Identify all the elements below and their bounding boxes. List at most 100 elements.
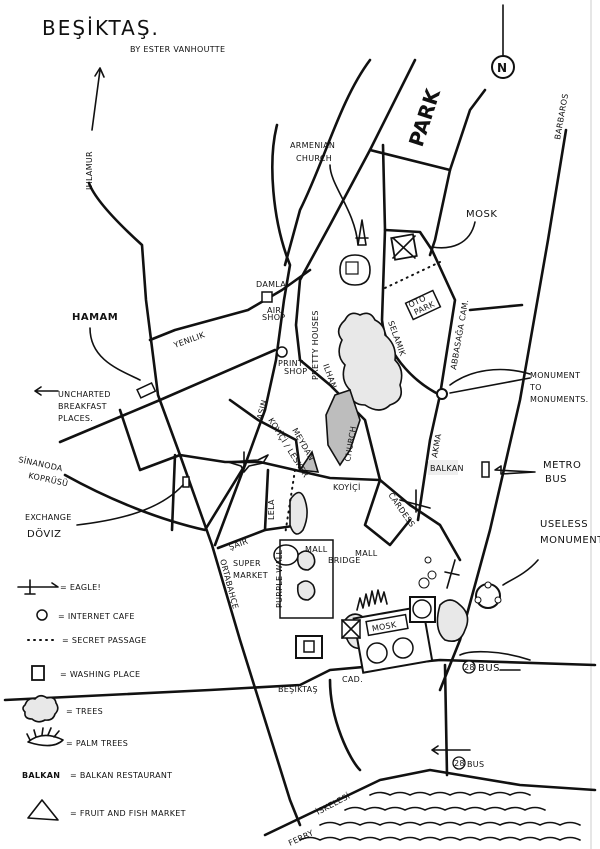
map-title: BEŞİKTAŞ. — [42, 16, 160, 40]
palm-trees-icon — [26, 727, 64, 747]
svg-text:= TREES: = TREES — [66, 707, 103, 716]
secret-passage — [384, 261, 441, 289]
svg-text:28: 28 — [464, 663, 475, 672]
legend-item-washing-place: = WASHING PLACE — [31, 665, 140, 681]
north-compass-icon: N — [491, 4, 515, 79]
eagle-icon — [399, 489, 431, 513]
street-besiktas-cad-suffix: CAD. — [342, 675, 363, 684]
legend-item-balkan: BALKAN = BALKAN RESTAURANT — [22, 771, 172, 780]
uncharted-label: BREAKFAST — [58, 402, 107, 411]
trees-icon — [22, 694, 59, 723]
svg-text:= WASHING PLACE: = WASHING PLACE — [60, 670, 140, 679]
armenian-church-label: CHURCH — [296, 154, 332, 163]
tree-icon — [289, 491, 308, 535]
metro-bus-stop-icon — [481, 461, 490, 478]
triangle-icon — [27, 799, 59, 821]
washing-place-icon — [31, 665, 45, 681]
monument-label: MONUMENTS. — [530, 395, 589, 404]
oto-park-sign — [404, 289, 442, 321]
svg-text:= SECRET PASSAGE: = SECRET PASSAGE — [62, 636, 146, 645]
damla-label: DAMLA — [256, 280, 286, 289]
balkan-restaurant — [428, 460, 458, 475]
air-shop-label: AIR — [267, 306, 281, 315]
street-sinanoda: SİNANODA — [18, 454, 64, 473]
legend-item-palm-trees: = PALM TREES — [26, 727, 128, 748]
armenian-church-icon — [339, 219, 371, 286]
supermarket-label: SUPER — [233, 559, 261, 568]
monument-to-monuments-icon — [436, 388, 448, 400]
park-label: PARK — [404, 84, 446, 149]
svg-text:28: 28 — [454, 759, 465, 768]
tree-icon — [296, 550, 316, 601]
useless-monument-label: MONUMENT — [540, 535, 600, 546]
street-akma: AKMA — [430, 433, 443, 459]
supermarket-label: MARKET — [233, 571, 268, 580]
balkan-symbol: BALKAN — [22, 771, 60, 780]
damla-washing-place-icon — [261, 291, 273, 303]
bus-28-stop: 28 BUS — [462, 660, 500, 674]
doviz-label: DÖVIZ — [27, 527, 62, 540]
street-asin: ASIN — [255, 399, 269, 421]
roads — [3, 58, 597, 837]
svg-text:N: N — [497, 61, 508, 75]
bridge-label: BRIDGE — [328, 556, 361, 565]
uncharted-label: UNCHARTED — [58, 390, 111, 399]
exchange-office-icon — [182, 476, 190, 488]
bus-28-stop: 28 BUS — [452, 756, 484, 770]
annotation-arrows — [34, 164, 539, 755]
legend-item-trees: = TREES — [22, 694, 103, 723]
ferry-label: FERRY — [287, 828, 315, 847]
useless-monument-icon — [474, 581, 502, 609]
svg-text:= PALM TREES: = PALM TREES — [66, 739, 128, 748]
mosque-icon — [390, 233, 418, 261]
monument-label: TO — [529, 383, 542, 392]
street-yenilik: YENILIK — [172, 330, 207, 350]
map-author: BY ESTER VANHOUTTE — [130, 45, 225, 54]
svg-text:= FRUIT AND FISH MARKET: = FRUIT AND FISH MARKET — [70, 809, 186, 818]
internet-cafe-icon — [276, 346, 288, 358]
legend-item-secret-passage: = SECRET PASSAGE — [27, 636, 146, 645]
mall-building — [279, 539, 334, 619]
sea-waves — [299, 791, 581, 841]
mall-label: MALL — [355, 549, 378, 558]
internet-cafe-icon — [36, 609, 48, 621]
metro-bus-label: BUS — [545, 474, 567, 485]
street-koyici: KOYİÇİ — [333, 482, 361, 492]
svg-text:BUS: BUS — [478, 663, 500, 674]
legend-item-eagle: = EAGLE! — [17, 579, 101, 595]
balkan-label: BALKAN — [430, 464, 464, 473]
exchange-label: EXCHANGE — [25, 513, 72, 522]
eagle-icon — [227, 451, 269, 473]
street-koprusu: KOPRÜSÜ — [28, 470, 70, 488]
print-shop-label: PRINT — [278, 359, 303, 368]
map-legend: = EAGLE! = INTERNET CAFE = SECRET PASSAG… — [17, 579, 186, 821]
mosque-label: MOSK — [466, 209, 497, 220]
street-barbaros: BARBAROS — [553, 93, 570, 141]
uncharted-label: PLACES. — [58, 414, 93, 423]
air-shop-label: SHOP — [262, 313, 285, 322]
street-ihlamur: IHLAMUR — [85, 151, 94, 190]
street-sair: ŞAİR — [227, 536, 249, 552]
church-grounds — [325, 388, 361, 467]
eagle-icon — [444, 559, 460, 589]
print-shop-label: SHOP — [284, 367, 307, 376]
mosque-small-label: MOSK — [371, 620, 397, 633]
street-besiktas-cad: BEŞİKTAŞ — [278, 684, 318, 694]
eagle-icon — [17, 579, 59, 595]
mosque-complex: MOSK — [341, 589, 469, 674]
street-ilhan: ILHAN — [321, 363, 338, 390]
washing-place-icon — [295, 635, 323, 659]
street-iskelesi: İSKELESİ — [314, 791, 351, 817]
svg-text:= EAGLE!: = EAGLE! — [60, 583, 101, 592]
bubbles-decoration — [418, 556, 437, 589]
svg-text:= INTERNET CAFE: = INTERNET CAFE — [58, 612, 135, 621]
street-lela: LELA — [267, 499, 276, 520]
metro-bus-label: METRO — [543, 460, 581, 471]
hamam-icon — [136, 381, 157, 399]
street-pretty-houses: PRETTY HOUSES — [311, 310, 320, 380]
useless-monument-label: USELESS — [540, 519, 588, 530]
legend-item-fruit-fish-market: = FRUIT AND FISH MARKET — [27, 799, 186, 821]
svg-text:BUS: BUS — [467, 760, 484, 769]
legend-item-internet-cafe: = INTERNET CAFE — [36, 609, 135, 621]
